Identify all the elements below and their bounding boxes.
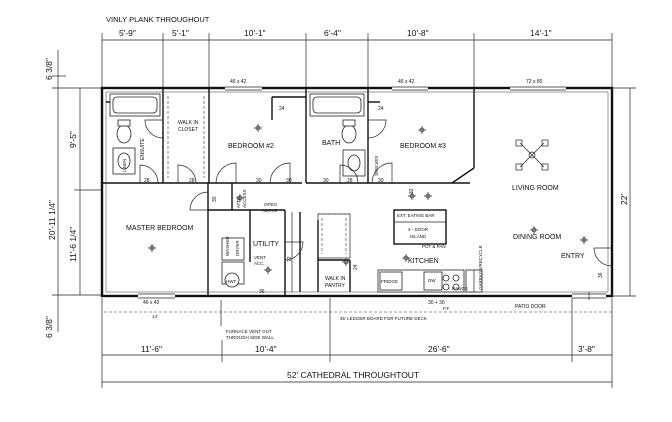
- attic-access-line2: ACCESS: [242, 189, 247, 208]
- room-entry: ENTRY: [561, 253, 585, 260]
- dim-bottom-2: 10'-4": [255, 344, 277, 354]
- closet-label-line2: CLOSET: [178, 127, 198, 133]
- room-living-room: LIVING ROOM: [512, 185, 559, 192]
- right-dimension-line: [612, 87, 636, 297]
- door-swings: [139, 119, 613, 267]
- island-label-line2: ISLAND: [410, 234, 427, 239]
- door-size-30e: 30: [212, 196, 218, 202]
- dim-bottom-1: 11'-6": [141, 344, 162, 354]
- eating-bar-label: EXT. EATING BAR: [397, 213, 435, 218]
- kitchen-island: [393, 209, 447, 245]
- interior-walls: [102, 88, 475, 296]
- door-size-28c: 28: [347, 178, 353, 184]
- linen-label: LINEN: [122, 159, 127, 172]
- dim-left-overall: 20'-11 1/4": [47, 200, 57, 240]
- bottom-dimension-line: [101, 298, 613, 362]
- door-size-30b: 30: [286, 178, 292, 184]
- dim-right: 22': [619, 194, 629, 205]
- dim-bottom-3: 26'-6": [428, 344, 450, 354]
- room-master-bedroom: MASTER BEDROOM: [126, 225, 193, 232]
- patio-door-frame: [572, 292, 606, 300]
- fourteen-label: 14': [152, 314, 158, 319]
- ceiling-fan: [515, 139, 549, 171]
- room-utility: UTILITY: [253, 241, 279, 248]
- door-size-24c: 24: [353, 264, 359, 270]
- dim-left-bottom-offset: 6 3/8": [44, 316, 54, 338]
- open-above-line1: OPEN: [264, 202, 277, 207]
- light-fixtures: [148, 124, 588, 274]
- room-bedroom-3: BEDROOM #3: [400, 143, 446, 150]
- room-ensuite: ENSUITE: [140, 138, 146, 160]
- door-size-28a: 28: [144, 178, 150, 184]
- door-size-30a: 30: [256, 178, 262, 184]
- door-size-30-36: 30 + 36: [428, 300, 445, 306]
- window-size-3: 72 x 80: [526, 79, 543, 85]
- vent-label-line1: VENT: [254, 255, 266, 260]
- dim-top-5: 10'-8": [407, 28, 429, 38]
- top-windows: [225, 86, 566, 91]
- room-dining-room: DINING ROOM: [513, 234, 561, 241]
- door-size-30d: 30: [378, 178, 384, 184]
- open-above-line2: ABOVE: [262, 208, 278, 213]
- pantry-label-line2: PANTRY: [325, 283, 345, 289]
- dim-bottom-4: 3'-8": [578, 344, 595, 354]
- door-size-28b: 28: [189, 178, 195, 184]
- room-bath: BATH: [322, 140, 340, 147]
- attic-access-line1: ATTIC: [236, 195, 241, 208]
- door-size-24b: 24: [378, 106, 384, 112]
- vent-label-line2: ACC.: [254, 261, 265, 266]
- closet-shelves: [167, 96, 351, 259]
- closet-label-line1: WALK IN: [178, 120, 199, 126]
- laundry-appliances: [221, 237, 245, 288]
- range-label: RANGE: [452, 286, 468, 291]
- dim-left-top-offset: 6 3/8": [44, 58, 54, 80]
- door-size-36b: 36: [598, 272, 604, 278]
- pot-pan-label: POT & PAN: [422, 244, 446, 249]
- garbage-label: GARBAGE/RECYCLE: [478, 245, 483, 290]
- room-patio-door: PATIO DOOR: [515, 304, 546, 310]
- furnace-note-line1: FURNACE VENT OUT: [226, 329, 272, 334]
- door-size-30c: 30: [323, 178, 329, 184]
- washer-label: WASHER: [225, 236, 230, 256]
- bottom-window: [138, 293, 175, 299]
- window-size-1: 46 x 42: [230, 79, 247, 85]
- furnace-note-line2: THROUGH SIDE WALL: [226, 335, 274, 340]
- kitchen-partition: [291, 212, 301, 292]
- hwt-label: HWT: [226, 279, 236, 284]
- dim-left-lower: 11'-6 1/4": [68, 227, 78, 262]
- door-size-36a: 36: [259, 289, 265, 295]
- ledger-note: 35' LEDGER BOARD FOR FUTURE DECK: [340, 316, 427, 321]
- room-kitchen: KITCHEN: [408, 258, 439, 265]
- overall-dimension-line: [101, 362, 613, 388]
- island-label-line1: 4 - DOOR: [408, 227, 429, 232]
- dw-label: DW: [428, 278, 436, 283]
- top-dimension-line: [101, 33, 613, 90]
- pantry-label-line1: WALK IN: [325, 276, 346, 282]
- door-size-72: 72: [287, 256, 293, 262]
- dim-top-3: 10'-1": [244, 28, 266, 38]
- dim-top-2: 5'-1": [172, 28, 189, 38]
- exterior-walls: [100, 86, 614, 298]
- door-size-24a: 24: [279, 106, 285, 112]
- window-size-2: 46 x 42: [398, 79, 415, 85]
- dim-top-1: 5'-9": [119, 28, 136, 38]
- ff-label: F.F.: [443, 306, 450, 311]
- cathedral-note: 52' CATHEDRAL THROUGHTOUT: [287, 370, 419, 380]
- dim-top-4: 6'-4": [324, 28, 341, 38]
- left-dimension-lines: [52, 50, 102, 332]
- shelves-label: SHELVES: [374, 156, 379, 176]
- flooring-note: VINLY PLANK THROUGHOUT: [106, 15, 210, 24]
- dim-top-6: 14'-1": [530, 28, 552, 38]
- bath-fixtures: [309, 93, 366, 177]
- fridge-label: FRIDGE: [381, 279, 398, 284]
- dryer-label: DRYER: [235, 240, 240, 256]
- dim-left-upper: 9'-5": [68, 131, 78, 148]
- window-size-4: 46 x 42: [143, 300, 160, 306]
- kitchen-counters: [377, 269, 483, 293]
- door-size-32: 32: [409, 188, 415, 194]
- ensuite-fixtures: [109, 93, 161, 175]
- room-bedroom-2: BEDROOM #2: [228, 143, 274, 150]
